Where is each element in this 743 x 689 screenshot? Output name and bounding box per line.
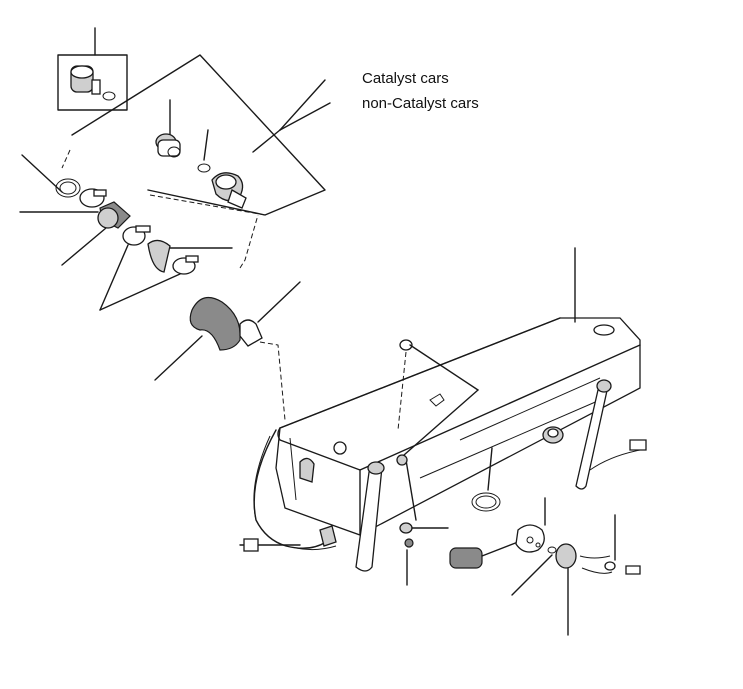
support-straps <box>355 339 647 572</box>
catalyst-bracket-lines <box>71 54 331 216</box>
tank-strap-left <box>239 429 337 552</box>
catalyst-adapter <box>155 99 247 209</box>
non-catalyst-cars-label: non-Catalyst cars <box>362 95 479 112</box>
small-hardware <box>399 522 449 586</box>
elbow-hose <box>154 281 301 421</box>
hose-clamps <box>19 154 233 311</box>
tank-gasket <box>471 447 501 512</box>
catalyst-cars-label: Catalyst cars <box>362 70 449 87</box>
filler-cap-part <box>70 65 116 101</box>
fuel-tank <box>275 247 641 536</box>
fuel-sender <box>449 497 557 596</box>
filler-cap-inset <box>57 27 128 111</box>
hose-group-outline <box>61 149 266 269</box>
cover-plate <box>555 514 641 636</box>
